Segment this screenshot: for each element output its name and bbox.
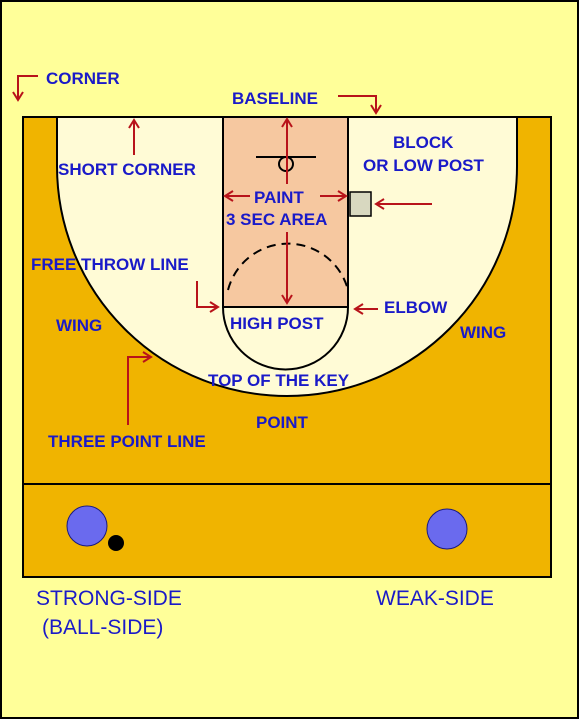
label-3-sec-area: 3 SEC AREA <box>226 210 327 229</box>
label-free-throw-line: FREE THROW LINE <box>31 255 189 274</box>
player-circle-icon <box>426 508 468 550</box>
free-throw-circle-bottom <box>222 306 349 371</box>
label-short-corner: SHORT CORNER <box>58 160 196 179</box>
elbow-arrowhead <box>353 303 364 315</box>
label-low-post: OR LOW POST <box>363 156 485 175</box>
label-paint: PAINT <box>254 188 304 207</box>
arrows <box>12 75 432 425</box>
label-weak-side: WEAK-SIDE <box>376 587 494 610</box>
label-ball-side: (BALL-SIDE) <box>42 616 163 639</box>
label-baseline: BASELINE <box>232 89 318 108</box>
paint-arrowhead-right <box>337 190 348 202</box>
ball-icon <box>108 535 124 551</box>
corner-arrowhead <box>12 91 24 102</box>
free-throw-arrow <box>196 281 217 308</box>
paint-arrowhead-up <box>281 117 293 128</box>
label-strong-side: STRONG-SIDE <box>36 587 182 610</box>
paint-arrowhead-down <box>281 294 293 305</box>
block-arrowhead <box>374 198 385 210</box>
label-block: BLOCK <box>393 133 454 152</box>
paint-arrowhead-left <box>223 190 234 202</box>
block-marker <box>349 191 372 217</box>
paint-area <box>222 116 349 308</box>
three-point-arrowhead <box>142 351 153 363</box>
label-three-point-line: THREE POINT LINE <box>48 432 206 451</box>
player-circle-icon <box>66 505 108 547</box>
free-throw-arrowhead <box>209 301 220 313</box>
corner-arrow <box>17 75 38 99</box>
labels: CORNER BASELINE BLOCK OR LOW POST SHORT … <box>31 69 506 639</box>
label-wing-right: WING <box>460 323 506 342</box>
baseline-arrow <box>338 95 377 112</box>
label-wing-left: WING <box>56 316 102 335</box>
short-corner-arrowhead <box>128 118 140 129</box>
baseline-arrowhead <box>370 104 382 115</box>
label-elbow: ELBOW <box>384 298 448 317</box>
label-top-of-key: TOP OF THE KEY <box>208 371 350 390</box>
label-corner: CORNER <box>46 69 120 88</box>
label-point: POINT <box>256 413 309 432</box>
label-high-post: HIGH POST <box>230 314 324 333</box>
three-point-arrow <box>127 356 150 425</box>
